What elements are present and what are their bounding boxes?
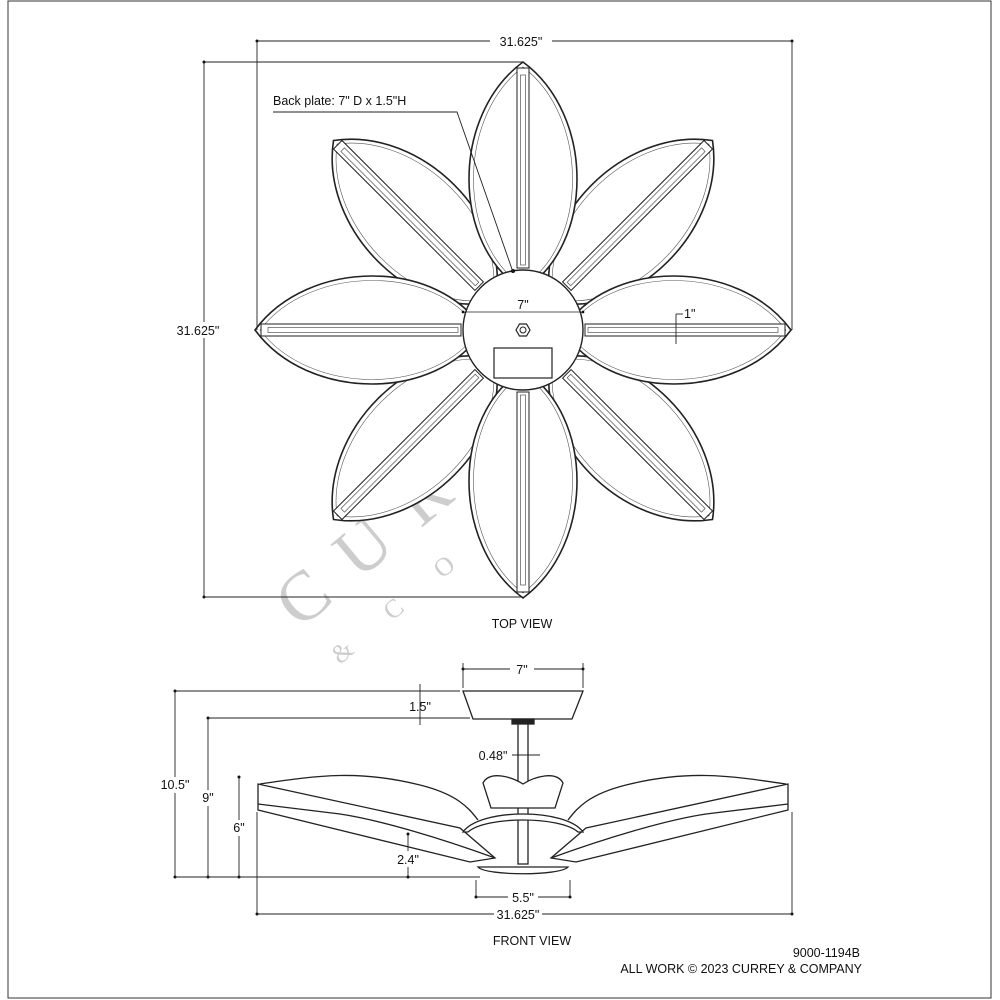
canopy (462, 690, 584, 720)
canopy-height-dim: 1.5" (409, 700, 431, 714)
overall-height-dim: 10.5" (161, 778, 190, 792)
fixture-height-dim: 9" (202, 791, 213, 805)
copyright: ALL WORK © 2023 CURREY & COMPANY (620, 962, 862, 976)
part-number: 9000-1194B (793, 946, 860, 960)
rod-dim: 0.48" (479, 749, 508, 763)
back-plate-label: Back plate: 7" D x 1.5"H (273, 94, 406, 108)
top-view-caption: TOP VIEW (492, 617, 553, 631)
inner-height-dim: 2.4" (397, 853, 419, 867)
top-view (254, 61, 792, 599)
front-width-dim: 31.625" (497, 908, 540, 922)
front-view (257, 690, 789, 875)
top-width-dim: 31.625" (500, 35, 543, 49)
base-dim: 5.5" (512, 891, 534, 905)
top-height-dim: 31.625" (177, 324, 220, 338)
petal-height-dim: 6" (233, 821, 244, 835)
bar-dim-label: 1" (684, 307, 695, 321)
canopy-dim: 7" (516, 663, 527, 677)
center-dim-label: 7" (517, 298, 528, 312)
junction-box (493, 347, 553, 379)
sheet-border (7, 0, 992, 999)
front-view-caption: FRONT VIEW (493, 934, 571, 948)
hex-nut-icon (515, 323, 531, 337)
